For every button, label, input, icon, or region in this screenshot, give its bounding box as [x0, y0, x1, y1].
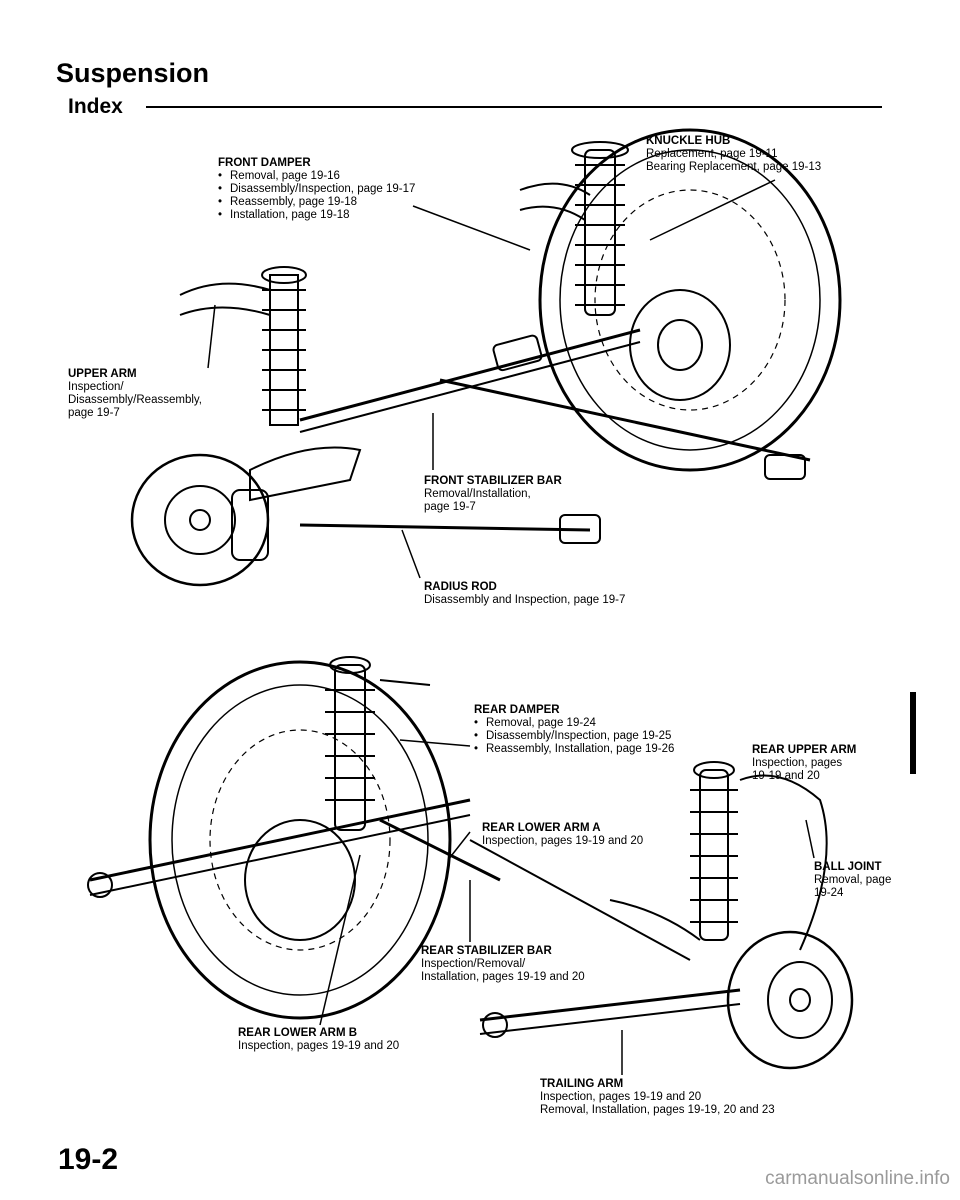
rear-stabilizer-bar-title: REAR STABILIZER BAR	[421, 945, 552, 957]
rear-right-damper-illustration	[690, 761, 828, 951]
page-number: 19-2	[58, 1143, 119, 1176]
front-stabilizer-bar-line-1: Removal/Installation,	[424, 488, 531, 500]
rear-damper-line-3: Reassembly, Installation, page 19-26	[474, 743, 674, 756]
trailing-arm-line-2: Removal, Installation, pages 19-19, 20 a…	[540, 1104, 775, 1116]
front-damper-title: FRONT DAMPER	[218, 157, 311, 169]
rear-stabilizer-bar-line-1: Inspection/Removal/	[421, 958, 526, 970]
upper-arm-line-3: page 19-7	[68, 407, 120, 419]
knuckle-hub-label: KNUCKLE HUB Replacement, page 19-11 Bear…	[646, 135, 821, 174]
trailing-arm-title: TRAILING ARM	[540, 1078, 624, 1090]
rear-tire-illustration	[148, 660, 452, 1020]
front-bars-illustration	[249, 328, 811, 544]
front-damper-line-4: Installation, page 19-18	[218, 209, 415, 222]
rear-lower-arm-b-title: REAR LOWER ARM B	[238, 1027, 358, 1039]
knuckle-hub-line-2: Bearing Replacement, page 19-13	[646, 161, 822, 173]
rear-lower-arm-b-line-1: Inspection, pages 19-19 and 20	[238, 1040, 400, 1052]
ball-joint-line-2: 19-24	[814, 887, 844, 899]
rear-lower-arm-a-title: REAR LOWER ARM A	[482, 822, 601, 834]
rear-upper-arm-label: REAR UPPER ARM Inspection, pages 19-19 a…	[752, 744, 856, 783]
front-damper-label: FRONT DAMPER Removal, page 19-16 Disasse…	[218, 157, 415, 222]
front-stabilizer-bar-line-2: page 19-7	[424, 501, 476, 513]
trailing-arm-label: TRAILING ARM Inspection, pages 19-19 and…	[540, 1078, 775, 1117]
rear-upper-arm-line-2: 19-19 and 20	[752, 770, 820, 782]
front-left-damper-illustration	[179, 266, 307, 426]
radius-rod-title: RADIUS ROD	[424, 581, 497, 593]
rear-stabilizer-bar-line-2: Installation, pages 19-19 and 20	[421, 971, 585, 983]
ball-joint-line-1: Removal, page	[814, 874, 892, 886]
ball-joint-label: BALL JOINT Removal, page 19-24	[814, 861, 891, 900]
rear-damper-line-2: Disassembly/Inspection, page 19-25	[474, 730, 674, 743]
front-damper-line-1: Removal, page 19-16	[218, 170, 415, 183]
section-tab-marker	[910, 692, 916, 774]
rear-upper-arm-title: REAR UPPER ARM	[752, 744, 857, 756]
ball-joint-title: BALL JOINT	[814, 861, 882, 873]
front-stabilizer-bar-label: FRONT STABILIZER BAR Removal/Installatio…	[424, 475, 562, 514]
rear-stabilizer-bar-label: REAR STABILIZER BAR Inspection/Removal/ …	[421, 945, 585, 984]
front-brake-disc-illustration	[130, 453, 270, 587]
trailing-arm-line-1: Inspection, pages 19-19 and 20	[540, 1091, 702, 1103]
rear-brake-drum-illustration	[726, 930, 854, 1070]
rear-left-damper-illustration	[325, 656, 431, 831]
rear-lower-arm-a-label: REAR LOWER ARM A Inspection, pages 19-19…	[482, 822, 643, 848]
rear-lower-arm-b-label: REAR LOWER ARM B Inspection, pages 19-19…	[238, 1027, 399, 1053]
upper-arm-line-2: Disassembly/Reassembly,	[68, 394, 202, 406]
page-title: Suspension	[56, 58, 210, 88]
radius-rod-label: RADIUS ROD Disassembly and Inspection, p…	[424, 581, 625, 607]
upper-arm-label: UPPER ARM Inspection/ Disassembly/Reasse…	[68, 368, 202, 420]
upper-arm-line-1: Inspection/	[68, 381, 124, 393]
rear-arms-illustration	[87, 798, 741, 1038]
rear-lower-arm-a-line-1: Inspection, pages 19-19 and 20	[482, 835, 644, 847]
rear-damper-label: REAR DAMPER Removal, page 19-24 Disassem…	[474, 704, 674, 756]
front-damper-line-2: Disassembly/Inspection, page 19-17	[218, 183, 415, 196]
rear-damper-line-1: Removal, page 19-24	[474, 717, 674, 730]
rear-damper-title: REAR DAMPER	[474, 704, 560, 716]
watermark-url: carmanualsonline.info	[765, 1168, 950, 1189]
header-rule	[146, 106, 882, 108]
rear-upper-arm-line-1: Inspection, pages	[752, 757, 843, 769]
upper-arm-title: UPPER ARM	[68, 368, 137, 380]
front-damper-line-3: Reassembly, page 19-18	[218, 196, 415, 209]
section-subtitle: Index	[68, 95, 123, 118]
knuckle-hub-title: KNUCKLE HUB	[646, 135, 731, 147]
front-right-damper-illustration	[519, 141, 629, 316]
front-stabilizer-bar-title: FRONT STABILIZER BAR	[424, 475, 562, 487]
radius-rod-line-1: Disassembly and Inspection, page 19-7	[424, 594, 626, 606]
knuckle-hub-line-1: Replacement, page 19-11	[646, 148, 778, 160]
